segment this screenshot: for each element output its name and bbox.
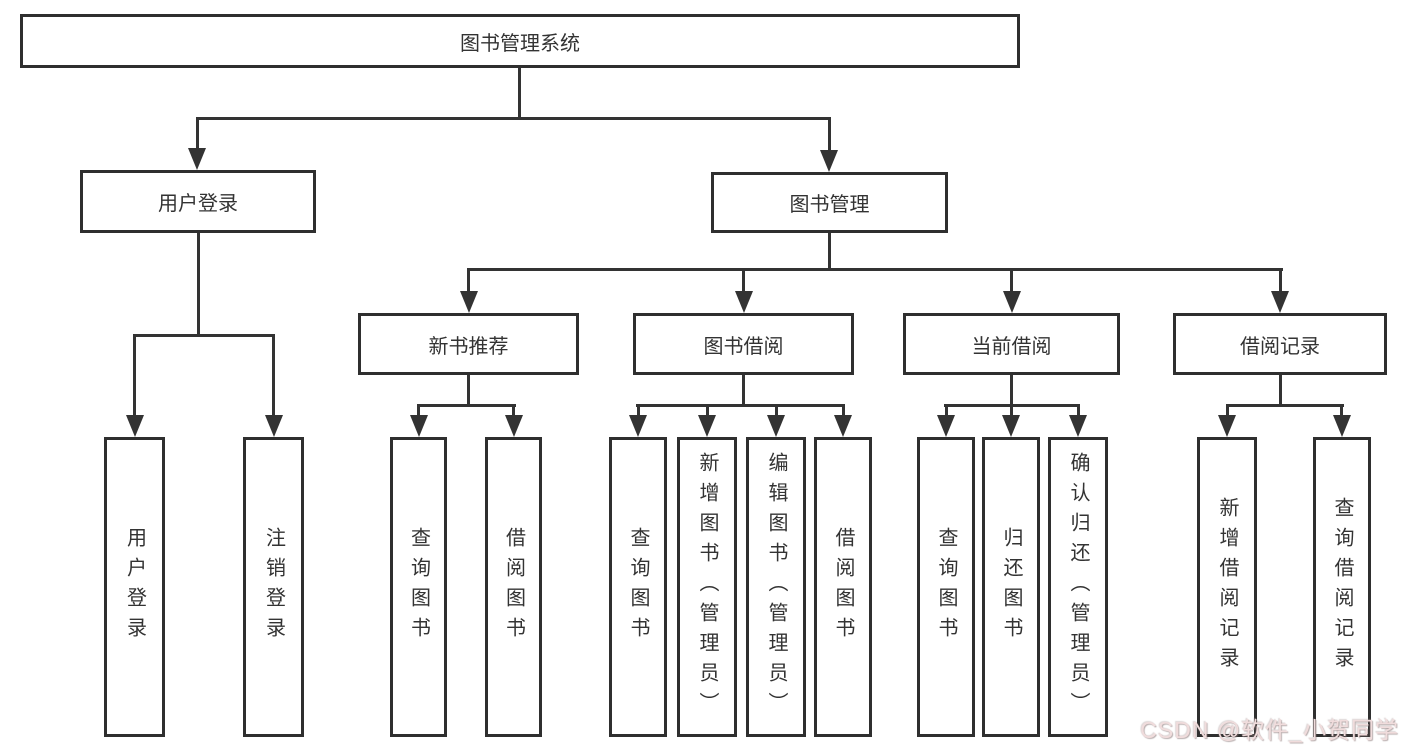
node-label: 查询借阅记录 <box>1331 497 1353 677</box>
connector-line <box>945 404 948 416</box>
connector-line <box>828 233 831 271</box>
node-user-login-action: 用户登录 <box>104 437 165 737</box>
node-root-system: 图书管理系统 <box>20 14 1020 68</box>
connector-line <box>1279 268 1282 291</box>
arrow-down-icon <box>1002 415 1020 437</box>
connector-line <box>417 404 420 416</box>
connector-line <box>133 334 275 337</box>
connector-line <box>467 375 470 406</box>
arrow-down-icon <box>735 291 753 313</box>
node-label: 新增借阅记录 <box>1216 497 1238 677</box>
connector-line <box>417 404 516 407</box>
connector-line <box>1010 375 1013 406</box>
node-label: 查询图书 <box>627 527 649 647</box>
arrow-down-icon <box>188 148 206 170</box>
node-label: 编辑图书（管理员） <box>765 452 787 722</box>
arrow-down-icon <box>265 415 283 437</box>
connector-line <box>467 268 1283 271</box>
connector-line <box>706 404 709 416</box>
arrow-down-icon <box>1271 291 1289 313</box>
arrow-down-icon <box>698 415 716 437</box>
node-book-management: 图书管理 <box>711 172 948 233</box>
connector-line <box>197 233 200 335</box>
connector-line <box>775 404 778 416</box>
arrow-down-icon <box>460 291 478 313</box>
connector-line <box>272 334 275 415</box>
node-add-books-admin: 新增图书（管理员） <box>677 437 737 737</box>
node-recommend-borrow-books: 借阅图书 <box>485 437 542 737</box>
connector-line <box>512 404 515 416</box>
node-label: 查询图书 <box>407 527 430 647</box>
node-label: 用户登录 <box>123 527 146 647</box>
connector-line <box>842 404 845 416</box>
connector-line <box>742 268 745 291</box>
node-add-borrow-record: 新增借阅记录 <box>1197 437 1257 737</box>
node-label: 归还图书 <box>1000 527 1022 647</box>
node-current-query-books: 查询图书 <box>917 437 975 737</box>
connector-line <box>1077 404 1080 416</box>
connector-line <box>828 117 831 150</box>
arrow-down-icon <box>1333 415 1351 437</box>
arrow-down-icon <box>767 415 785 437</box>
arrow-down-icon <box>820 150 838 172</box>
node-current-borrow: 当前借阅 <box>903 313 1120 375</box>
node-label: 新增图书（管理员） <box>696 452 718 722</box>
node-label: 注销登录 <box>262 527 285 647</box>
node-query-borrow-record: 查询借阅记录 <box>1313 437 1371 737</box>
node-borrow-books: 借阅图书 <box>814 437 872 737</box>
connector-line <box>467 268 470 291</box>
node-edit-books-admin: 编辑图书（管理员） <box>746 437 806 737</box>
connector-line <box>1010 404 1013 416</box>
arrow-down-icon <box>410 415 428 437</box>
connector-line <box>518 68 521 117</box>
node-new-book-recommend: 新书推荐 <box>358 313 579 375</box>
connector-line <box>637 404 640 416</box>
connector-line <box>196 117 831 120</box>
arrow-down-icon <box>505 415 523 437</box>
node-user-login: 用户登录 <box>80 170 316 233</box>
connector-line <box>742 375 745 406</box>
node-logout-action: 注销登录 <box>243 437 304 737</box>
connector-line <box>1226 404 1344 407</box>
connector-line <box>1340 404 1343 416</box>
node-recommend-query-books: 查询图书 <box>390 437 447 737</box>
arrow-down-icon <box>1069 415 1087 437</box>
node-label: 借阅图书 <box>832 527 854 647</box>
connector-line <box>1279 375 1282 406</box>
node-book-borrow: 图书借阅 <box>633 313 854 375</box>
arrow-down-icon <box>937 415 955 437</box>
arrow-down-icon <box>1003 291 1021 313</box>
arrow-down-icon <box>629 415 647 437</box>
connector-line <box>196 117 199 148</box>
connector-line <box>636 404 845 407</box>
node-borrow-query-books: 查询图书 <box>609 437 667 737</box>
node-borrow-records: 借阅记录 <box>1173 313 1387 375</box>
arrow-down-icon <box>834 415 852 437</box>
node-label: 确认归还（管理员） <box>1067 452 1089 722</box>
node-label: 借阅图书 <box>502 527 525 647</box>
node-label: 查询图书 <box>935 527 957 647</box>
node-confirm-return-admin: 确认归还（管理员） <box>1048 437 1108 737</box>
arrow-down-icon <box>1218 415 1236 437</box>
connector-line <box>1010 268 1013 291</box>
arrow-down-icon <box>126 415 144 437</box>
node-return-books: 归还图书 <box>982 437 1040 737</box>
connector-line <box>1226 404 1229 416</box>
connector-line <box>133 334 136 415</box>
